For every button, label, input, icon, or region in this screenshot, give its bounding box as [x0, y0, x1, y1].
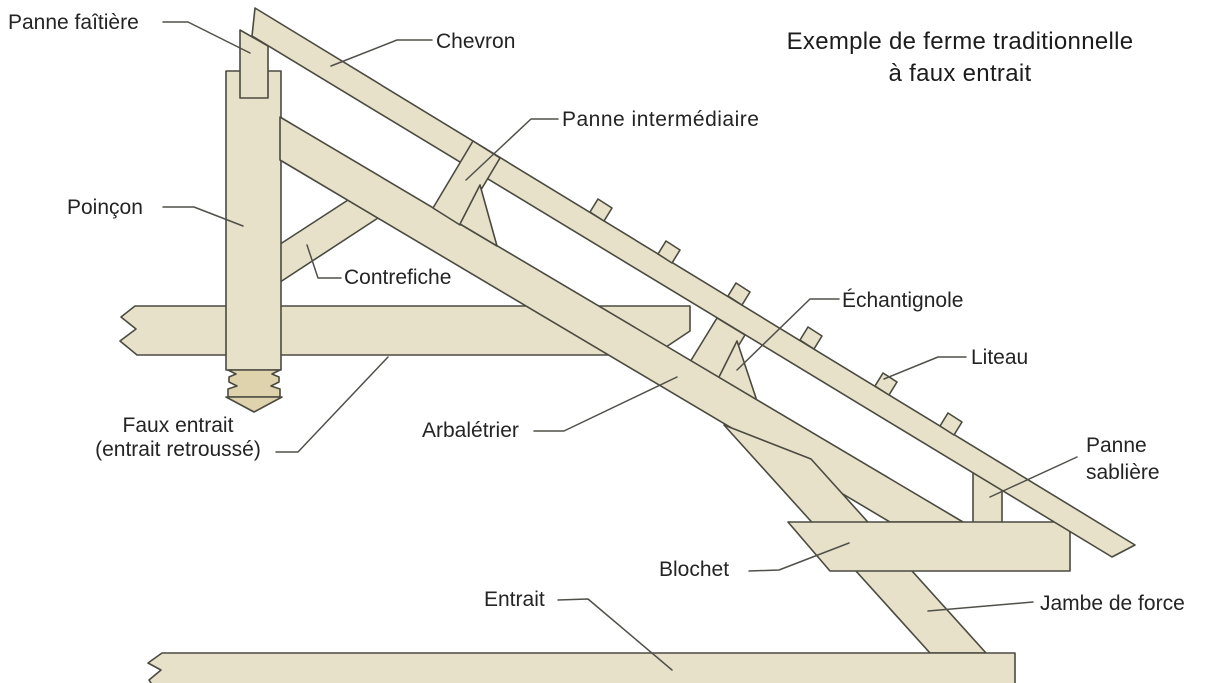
liteau-block [589, 198, 613, 222]
leader-chevron [330, 39, 433, 67]
beam-blochet [787, 521, 1071, 572]
leader-contrefiche [306, 244, 342, 279]
label-faux-entrait: Faux entrait (entrait retroussé) [80, 414, 276, 462]
label-faux-entrait-line2: (entrait retroussé) [95, 438, 261, 461]
label-arbaletrier: Arbalétrier [422, 419, 519, 442]
liteau-block [939, 412, 963, 436]
label-panne-sabliere-line1: Panne [1086, 434, 1147, 457]
label-panne-intermediaire: Panne intermédiaire [562, 108, 760, 131]
liteau-block [874, 372, 898, 396]
label-faux-entrait-line1: Faux entrait [122, 414, 234, 437]
leader-panne-faitiere [162, 21, 251, 54]
label-liteau: Liteau [971, 346, 1029, 369]
poincon-pendant [227, 369, 281, 398]
label-panne-sabliere: Panne sablière [1086, 432, 1160, 486]
leader-blochet [748, 542, 850, 572]
leader-panne-sabliere [989, 456, 1078, 498]
label-panne-faitiere: Panne faîtière [8, 11, 139, 34]
panne-intermediaire-wedge [459, 184, 498, 247]
poincon-pendant-tip [225, 396, 283, 413]
label-entrait: Entrait [484, 588, 545, 611]
leader-jambe-de-force [927, 601, 1034, 612]
beam-entrait [147, 652, 1016, 683]
label-chevron: Chevron [436, 30, 516, 53]
leader-faux-entrait [275, 356, 389, 453]
label-echantignole: Échantignole [842, 289, 964, 312]
label-panne-sabliere-line2: sablière [1086, 461, 1160, 484]
label-blochet: Blochet [659, 558, 730, 581]
beam-poincon [225, 70, 282, 371]
leader-entrait [557, 598, 673, 671]
diagram-title-line2: à faux entrait [888, 60, 1032, 87]
leader-panne-intermediaire [465, 118, 559, 181]
diagram-title: Exemple de ferme traditionnelle à faux e… [745, 26, 1175, 90]
diagram-title-line1: Exemple de ferme traditionnelle [786, 28, 1134, 55]
leader-liteau [883, 356, 967, 380]
beam-panne-intermediaire [432, 140, 501, 226]
liteau-block [657, 240, 681, 264]
label-jambe-de-force: Jambe de force [1040, 592, 1185, 615]
leader-poincon [162, 206, 244, 227]
leader-arbaletrier [533, 376, 678, 432]
liteau-block [799, 326, 823, 350]
leader-echantignole [736, 298, 840, 371]
label-poincon: Poinçon [67, 196, 143, 219]
liteau-block [727, 282, 751, 306]
label-contrefiche: Contrefiche [344, 266, 452, 289]
